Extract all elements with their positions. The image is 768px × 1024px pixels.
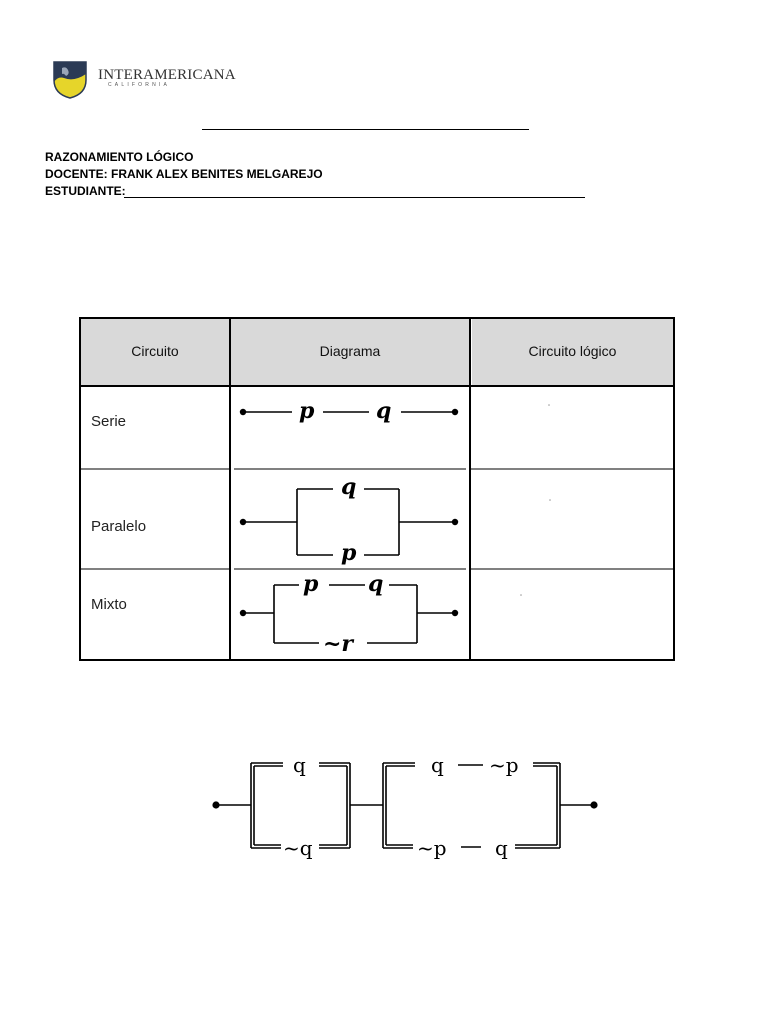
block2-label-not-p-bottom: ~p — [417, 836, 447, 860]
row-label-mixto: Mixto — [91, 596, 127, 613]
col-header-diagrama: Diagrama — [231, 317, 469, 385]
paralelo-label-p: p — [341, 540, 357, 566]
block2-label-q-top: q — [431, 753, 444, 777]
serie-label-p: p — [299, 398, 315, 424]
paralelo-diagram: q p — [239, 474, 459, 566]
institution-logo: INTERAMERICANA CALIFORNIA — [52, 60, 236, 100]
row-label-paralelo: Paralelo — [91, 518, 147, 535]
course-name: RAZONAMIENTO LÓGICO — [45, 150, 194, 164]
serie-diagram: p q — [239, 398, 459, 424]
col-header-circuito-logico: Circuito lógico — [472, 317, 673, 385]
student-name-line — [124, 197, 585, 198]
mixto-label-p: p — [303, 571, 319, 597]
circuits-table: Circuito Diagrama Circuito lógico Serie … — [79, 317, 675, 661]
logo-subtext: CALIFORNIA — [108, 82, 171, 88]
block2-label-not-p-top: ~p — [489, 753, 519, 777]
mixto-label-q: q — [368, 571, 383, 597]
row-label-serie: Serie — [91, 413, 127, 430]
block1-label-q: q — [293, 753, 306, 777]
teacher-name: DOCENTE: FRANK ALEX BENITES MELGAREJO — [45, 167, 323, 181]
block2-label-q-bottom: q — [495, 836, 508, 860]
answer-column-marks — [520, 404, 551, 596]
mixto-diagram: p q ~r — [239, 571, 459, 657]
student-label: ESTUDIANTE: — [45, 184, 126, 198]
shield-logo-icon — [53, 61, 87, 99]
block1-label-not-q: ~q — [283, 836, 313, 860]
col-header-circuito: Circuito — [81, 317, 229, 385]
paralelo-label-q: q — [341, 474, 356, 500]
title-line — [202, 129, 529, 130]
mixto-label-not-r: ~r — [323, 631, 354, 657]
logo-text: INTERAMERICANA — [98, 67, 236, 83]
serie-label-q: q — [376, 398, 391, 424]
table-grid — [79, 317, 675, 661]
bottom-circuit-diagram: q ~q q ~p ~p q — [212, 753, 598, 860]
